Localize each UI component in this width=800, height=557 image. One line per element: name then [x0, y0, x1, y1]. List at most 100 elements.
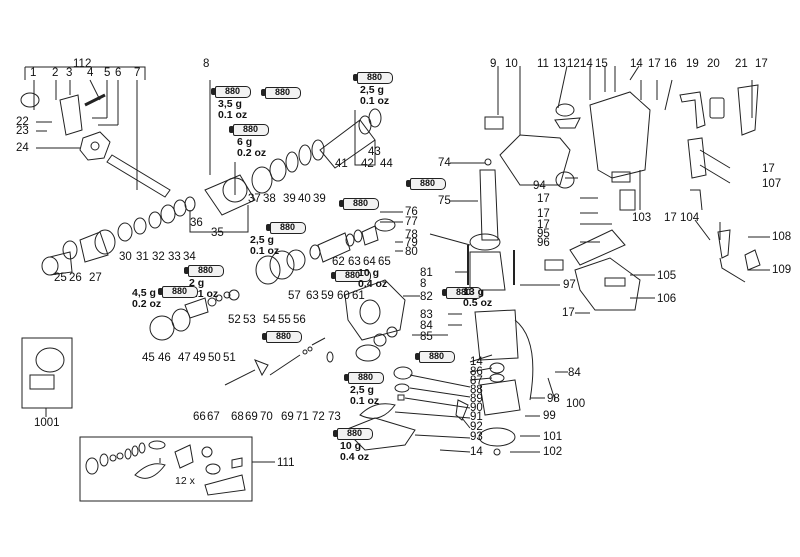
part-label: 103 [632, 212, 652, 224]
part-label: 7 [134, 67, 141, 79]
part-label: 21 [735, 58, 748, 70]
part-label: 47 [178, 352, 191, 364]
part-label: 1 [30, 67, 37, 79]
grease-tube-icon: 880 [406, 178, 446, 190]
grease-tube-icon: 880 [442, 287, 482, 299]
part-label: 81 [420, 267, 433, 279]
part-label: 57 [288, 290, 301, 302]
part-label: 100 [566, 398, 586, 410]
part-label: 78 [405, 229, 418, 241]
part-label: 53 [243, 314, 256, 326]
part-label: 54 [263, 314, 276, 326]
part-label: 16 [664, 58, 677, 70]
part-label: 109 [772, 264, 792, 276]
part-label: 3 [66, 67, 73, 79]
part-label: 64 [363, 256, 376, 268]
part-label: 56 [293, 314, 306, 326]
part-label: 14 [470, 356, 483, 368]
part-label: 89 [470, 393, 483, 405]
part-label: 41 [335, 158, 348, 170]
part-label: 11 [537, 58, 549, 70]
part-label: 60 [337, 290, 350, 302]
part-label: 17 [562, 307, 575, 319]
grease-tube-icon: 880 [184, 265, 224, 277]
grease-tube-icon: 880 [229, 124, 269, 136]
part-label: 69 [281, 411, 294, 423]
part-label: 17 [537, 219, 550, 231]
kit-label-111: 111 [277, 457, 295, 469]
part-label: 106 [657, 293, 677, 305]
grease-tube-icon: 880 [331, 270, 371, 282]
part-label: 8 [420, 278, 427, 290]
part-label: 67 [207, 411, 220, 423]
part-label: 66 [193, 411, 206, 423]
grease-tube-icon: 880 [158, 286, 198, 298]
part-label: 15 [595, 58, 608, 70]
part-label: 36 [190, 217, 203, 229]
part-label: 104 [680, 212, 700, 224]
part-label: 83 [420, 309, 433, 321]
part-label: 63 [348, 256, 361, 268]
part-label: 102 [543, 446, 563, 458]
part-label: 37 [248, 193, 261, 205]
part-label: 45 [142, 352, 155, 364]
part-label: 10 [505, 58, 518, 70]
grease-tube-icon: 880 [333, 428, 373, 440]
part-label: 4 [87, 67, 94, 79]
part-label: 91 [470, 411, 483, 423]
part-label: 94 [533, 180, 546, 192]
part-label: 70 [260, 411, 273, 423]
part-label: 55 [278, 314, 291, 326]
part-label: 14 [470, 446, 483, 458]
part-label: 30 [119, 251, 132, 263]
part-label: 92 [470, 421, 483, 433]
part-label: 5 [104, 67, 111, 79]
kit-quantity-note: 12 x [175, 475, 195, 487]
part-label: 79 [405, 237, 418, 249]
part-label: 24 [16, 142, 29, 154]
part-label: 85 [420, 331, 433, 343]
part-label: 82 [420, 291, 433, 303]
part-label: 32 [152, 251, 165, 263]
part-label: 93 [470, 431, 483, 443]
part-label: 69 [245, 411, 258, 423]
part-label: 101 [543, 431, 563, 443]
part-label: 14 [580, 58, 593, 70]
part-label: 86 [470, 366, 483, 378]
part-label: 31 [136, 251, 149, 263]
group-label-112: 112 [73, 58, 92, 70]
part-label: 20 [707, 58, 720, 70]
part-label: 33 [168, 251, 181, 263]
part-label: 105 [657, 270, 677, 282]
part-label: 49 [193, 352, 206, 364]
part-label: 42 [361, 158, 374, 170]
part-label: 108 [772, 231, 792, 243]
part-label: 75 [438, 195, 451, 207]
part-label: 9 [490, 58, 497, 70]
part-label: 43 [368, 146, 381, 158]
grease-tube-icon: 880 [261, 87, 301, 99]
part-label: 97 [563, 279, 576, 291]
part-label: 39 [313, 193, 326, 205]
part-label: 96 [537, 237, 550, 249]
part-label: 17 [762, 163, 775, 175]
part-label: 23 [16, 125, 29, 137]
part-label: 80 [405, 246, 418, 258]
part-label: 63 [306, 290, 319, 302]
box-label-1001: 1001 [34, 417, 60, 429]
part-label: 25 [54, 272, 67, 284]
part-label: 84 [420, 320, 433, 332]
part-label: 107 [762, 178, 782, 190]
part-label: 26 [69, 272, 82, 284]
part-label: 87 [470, 375, 483, 387]
part-label: 17 [648, 58, 661, 70]
part-label: 17 [664, 212, 677, 224]
